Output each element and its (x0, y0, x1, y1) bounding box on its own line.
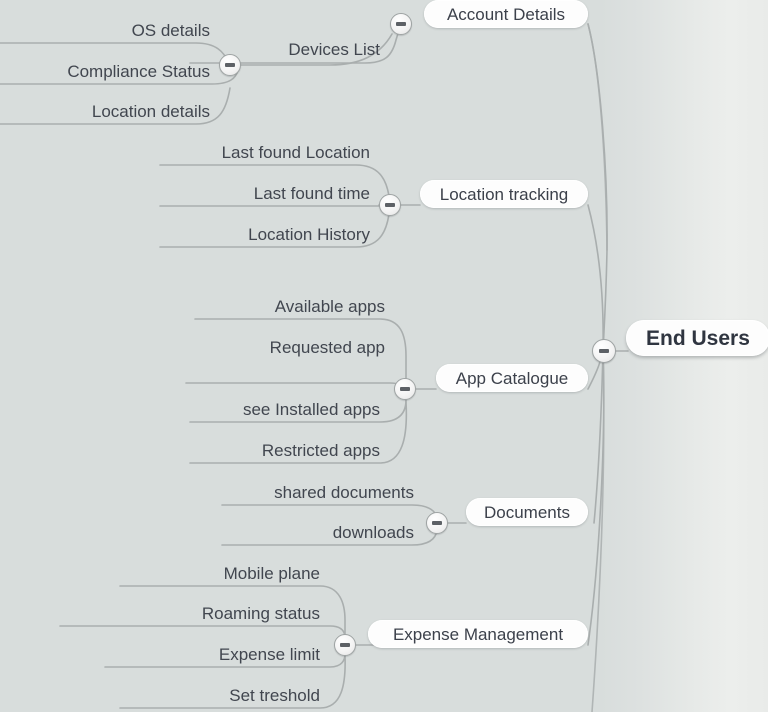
node-label: OS details (131, 21, 210, 40)
toggle-end-users[interactable] (592, 339, 616, 363)
node-location-details[interactable]: Location details (30, 101, 210, 122)
toggle-location-tracking[interactable] (379, 194, 401, 216)
node-label: Documents (484, 502, 570, 522)
toggle-expense-management[interactable] (334, 634, 356, 656)
node-label: Expense limit (218, 645, 320, 664)
node-devices-list[interactable]: Devices List (190, 39, 380, 60)
underline-requested-app (185, 382, 399, 389)
node-label: Devices List (288, 40, 380, 59)
minus-icon (340, 643, 350, 647)
node-label: Expense Management (392, 624, 564, 644)
minus-icon (385, 203, 395, 207)
toggle-devices-list[interactable] (219, 54, 241, 76)
node-label: see Installed apps (242, 400, 380, 419)
toggle-account-details[interactable] (390, 13, 412, 35)
node-label: App Catalogue (455, 368, 569, 388)
minus-icon (599, 349, 609, 353)
node-see-installed-apps[interactable]: see Installed apps (200, 399, 380, 420)
node-label: Requested app (269, 338, 385, 357)
node-account-details[interactable]: Account Details (424, 0, 588, 28)
minus-icon (400, 387, 410, 391)
node-requested-app[interactable]: Requested app (245, 337, 385, 358)
node-label: Last found Location (221, 143, 370, 162)
trunk-expense-management (587, 350, 605, 646)
node-label: End Users (646, 326, 750, 350)
node-label: Available apps (274, 297, 385, 316)
trunk-location-tracking (587, 204, 604, 352)
node-label: Restricted apps (261, 441, 380, 460)
node-label: Roaming status (201, 604, 320, 623)
underline-shared-documents (221, 504, 438, 519)
underline-roaming-status (59, 625, 346, 639)
node-compliance-status[interactable]: Compliance Status (0, 61, 210, 82)
node-roaming-status[interactable]: Roaming status (135, 603, 320, 624)
node-label: Location History (248, 225, 370, 244)
node-last-found-location[interactable]: Last found Location (170, 142, 370, 163)
node-label: Set treshold (229, 686, 320, 705)
node-label: downloads (332, 523, 414, 542)
node-label: Location details (91, 102, 210, 121)
node-last-found-time[interactable]: Last found time (190, 183, 370, 204)
node-expense-limit[interactable]: Expense limit (140, 644, 320, 665)
node-available-apps[interactable]: Available apps (205, 296, 385, 317)
node-label: Location tracking (439, 184, 569, 204)
node-restricted-apps[interactable]: Restricted apps (200, 440, 380, 461)
trunk-account-details (587, 23, 608, 352)
minus-icon (396, 22, 406, 26)
trunk-tail-top (587, 23, 608, 251)
node-label: shared documents (274, 483, 414, 502)
node-app-catalogue[interactable]: App Catalogue (436, 364, 588, 392)
node-end-users[interactable]: End Users (626, 320, 768, 356)
trunk-documents (593, 350, 604, 524)
node-label: Last found time (253, 184, 370, 203)
underline-last-found-time (159, 204, 384, 207)
node-label: Compliance Status (67, 62, 210, 81)
node-location-history[interactable]: Location History (190, 224, 370, 245)
minus-icon (225, 63, 235, 67)
node-label: Mobile plane (223, 564, 320, 583)
node-mobile-plane[interactable]: Mobile plane (140, 563, 320, 584)
node-documents[interactable]: Documents (466, 498, 588, 526)
node-shared-documents[interactable]: shared documents (228, 482, 414, 503)
node-set-treshold[interactable]: Set treshold (140, 685, 320, 706)
toggle-documents[interactable] (426, 512, 448, 534)
node-os-details[interactable]: OS details (30, 20, 210, 41)
trunk-tail-bottom (591, 350, 605, 712)
node-location-tracking[interactable]: Location tracking (420, 180, 588, 208)
node-expense-management[interactable]: Expense Management (368, 620, 588, 648)
node-downloads[interactable]: downloads (248, 522, 414, 543)
node-label: Account Details (446, 4, 566, 24)
toggle-app-catalogue[interactable] (394, 378, 416, 400)
minus-icon (432, 521, 442, 525)
